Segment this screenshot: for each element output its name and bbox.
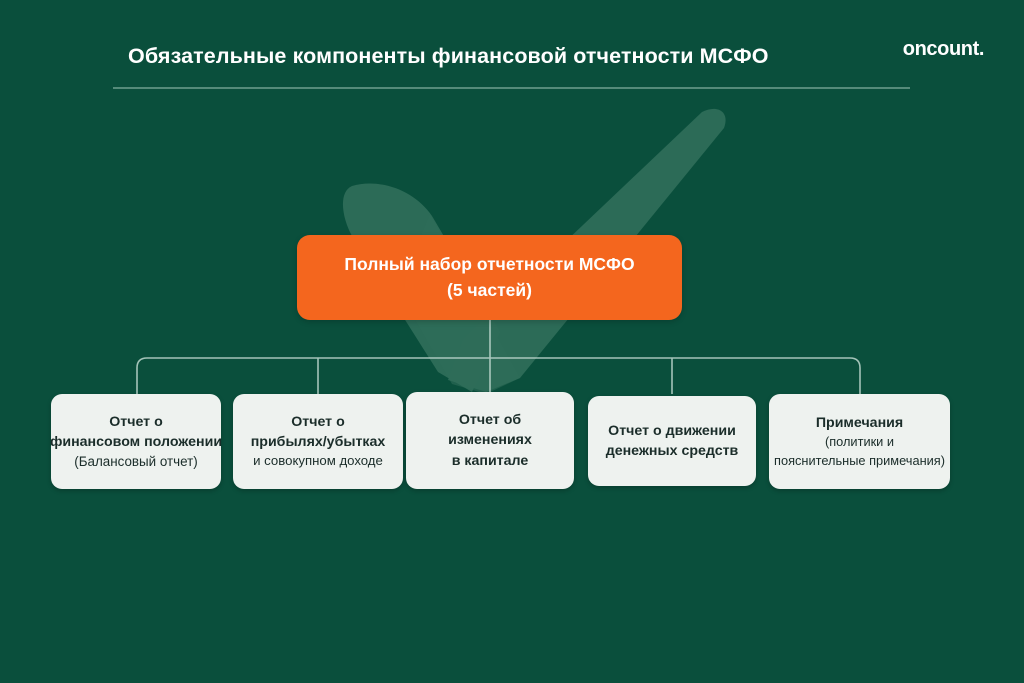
- card-line-3: и совокупном доходе: [253, 453, 383, 469]
- card-line-2: (политики и: [824, 434, 895, 450]
- header-bar: Обязательные компоненты финансовой отчет…: [0, 0, 1024, 92]
- card-line-3: (Балансовый отчет): [74, 454, 198, 470]
- card-line-1: Отчет о движении: [608, 422, 736, 439]
- card-notes[interactable]: Примечания (политики и пояснительные при…: [769, 394, 950, 489]
- card-line-2: финансовом положении: [49, 433, 223, 450]
- connector-bus: [136, 357, 861, 394]
- card-line-2: прибылях/убытках: [250, 434, 386, 451]
- page-title: Обязательные компоненты финансовой отчет…: [128, 44, 769, 68]
- card-statement-of-changes-in-equity[interactable]: Отчет об изменениях в капитале: [406, 392, 574, 489]
- brand-logo: oncount.: [902, 38, 985, 60]
- header-divider: [113, 87, 910, 89]
- card-line-1: Примечания: [815, 415, 904, 432]
- card-statement-of-financial-position[interactable]: Отчет о финансовом положении (Балансовый…: [49, 394, 223, 489]
- card-line-1: Отчет о: [109, 413, 163, 430]
- root-node-full-ifrs-set[interactable]: Полный набор отчетности МСФО (5 частей): [297, 235, 682, 320]
- card-statement-of-profit-or-loss[interactable]: Отчет о прибылях/убытках и совокупном до…: [233, 394, 403, 489]
- card-line-3: в капитале: [451, 452, 529, 469]
- card-statement-of-cash-flows[interactable]: Отчет о движении денежных средств: [588, 396, 756, 486]
- root-node-line-2: (5 частей): [447, 279, 532, 300]
- card-line-2: изменениях: [448, 432, 532, 449]
- card-line-1: Отчет об: [458, 412, 522, 429]
- card-line-1: Отчет о: [291, 413, 345, 430]
- card-line-3: пояснительные примечания): [774, 452, 945, 468]
- card-line-2: денежных средств: [605, 443, 739, 459]
- root-node-line-1: Полный набор отчетности МСФО: [344, 253, 635, 274]
